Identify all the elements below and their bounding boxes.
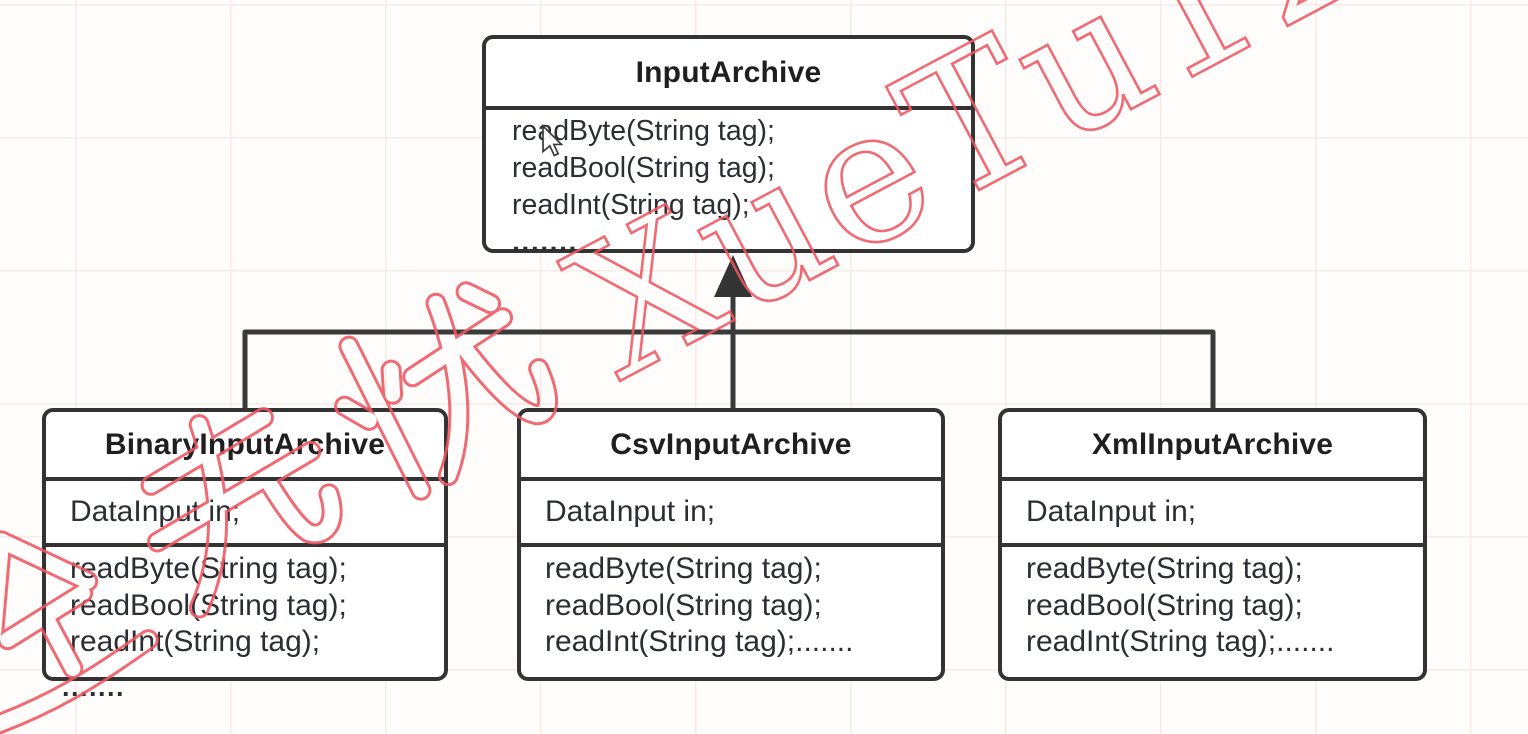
ellipsis-line: ....... [512, 226, 578, 258]
method-line: readBool(String tag); [1026, 588, 1303, 622]
method-line: readBool(String tag); [512, 152, 775, 184]
class-box-binary-input-archive: BinaryInputArchive DataInput in; readByt… [42, 408, 448, 681]
method-line: readBool(String tag); [545, 588, 822, 622]
method-line: readByte(String tag); [70, 552, 347, 585]
method-line: readInt(String tag);....... [1026, 625, 1335, 658]
class-box-csv-input-archive: CsvInputArchive DataInput in; readByte(S… [517, 408, 945, 681]
method-line: readByte(String tag); [512, 115, 775, 147]
class-field: DataInput in; [46, 481, 444, 547]
class-box-xml-input-archive: XmlInputArchive DataInput in; readByte(S… [998, 408, 1427, 681]
inheritance-connector-rail [242, 329, 1216, 413]
class-methods: readByte(String tag); readBool(String ta… [521, 547, 941, 661]
class-box-input-archive: InputArchive readByte(String tag); readB… [482, 35, 975, 258]
method-line: readInt(String tag);....... [545, 625, 854, 658]
class-methods: readByte(String tag); readBool(String ta… [486, 110, 971, 261]
class-title: XmlInputArchive [1002, 412, 1423, 481]
method-line: readByte(String tag); [545, 552, 822, 585]
class-methods: readByte(String tag); readBool(String ta… [1002, 547, 1423, 661]
method-line: readInt(String tag); [512, 189, 750, 221]
inheritance-arrowhead-icon [714, 255, 752, 297]
method-line: readBool(String tag); [70, 588, 347, 622]
method-line: readByte(String tag); [1026, 552, 1303, 585]
class-title: BinaryInputArchive [46, 412, 444, 481]
class-methods: readByte(String tag); readBool(String ta… [46, 547, 444, 661]
class-title: InputArchive [486, 39, 971, 110]
class-field: DataInput in; [1002, 481, 1423, 547]
ellipsis-overflow-text: ....... [62, 672, 126, 702]
method-line: readInt(String tag); [70, 625, 321, 658]
class-field: DataInput in; [521, 481, 941, 547]
class-title: CsvInputArchive [521, 412, 941, 481]
